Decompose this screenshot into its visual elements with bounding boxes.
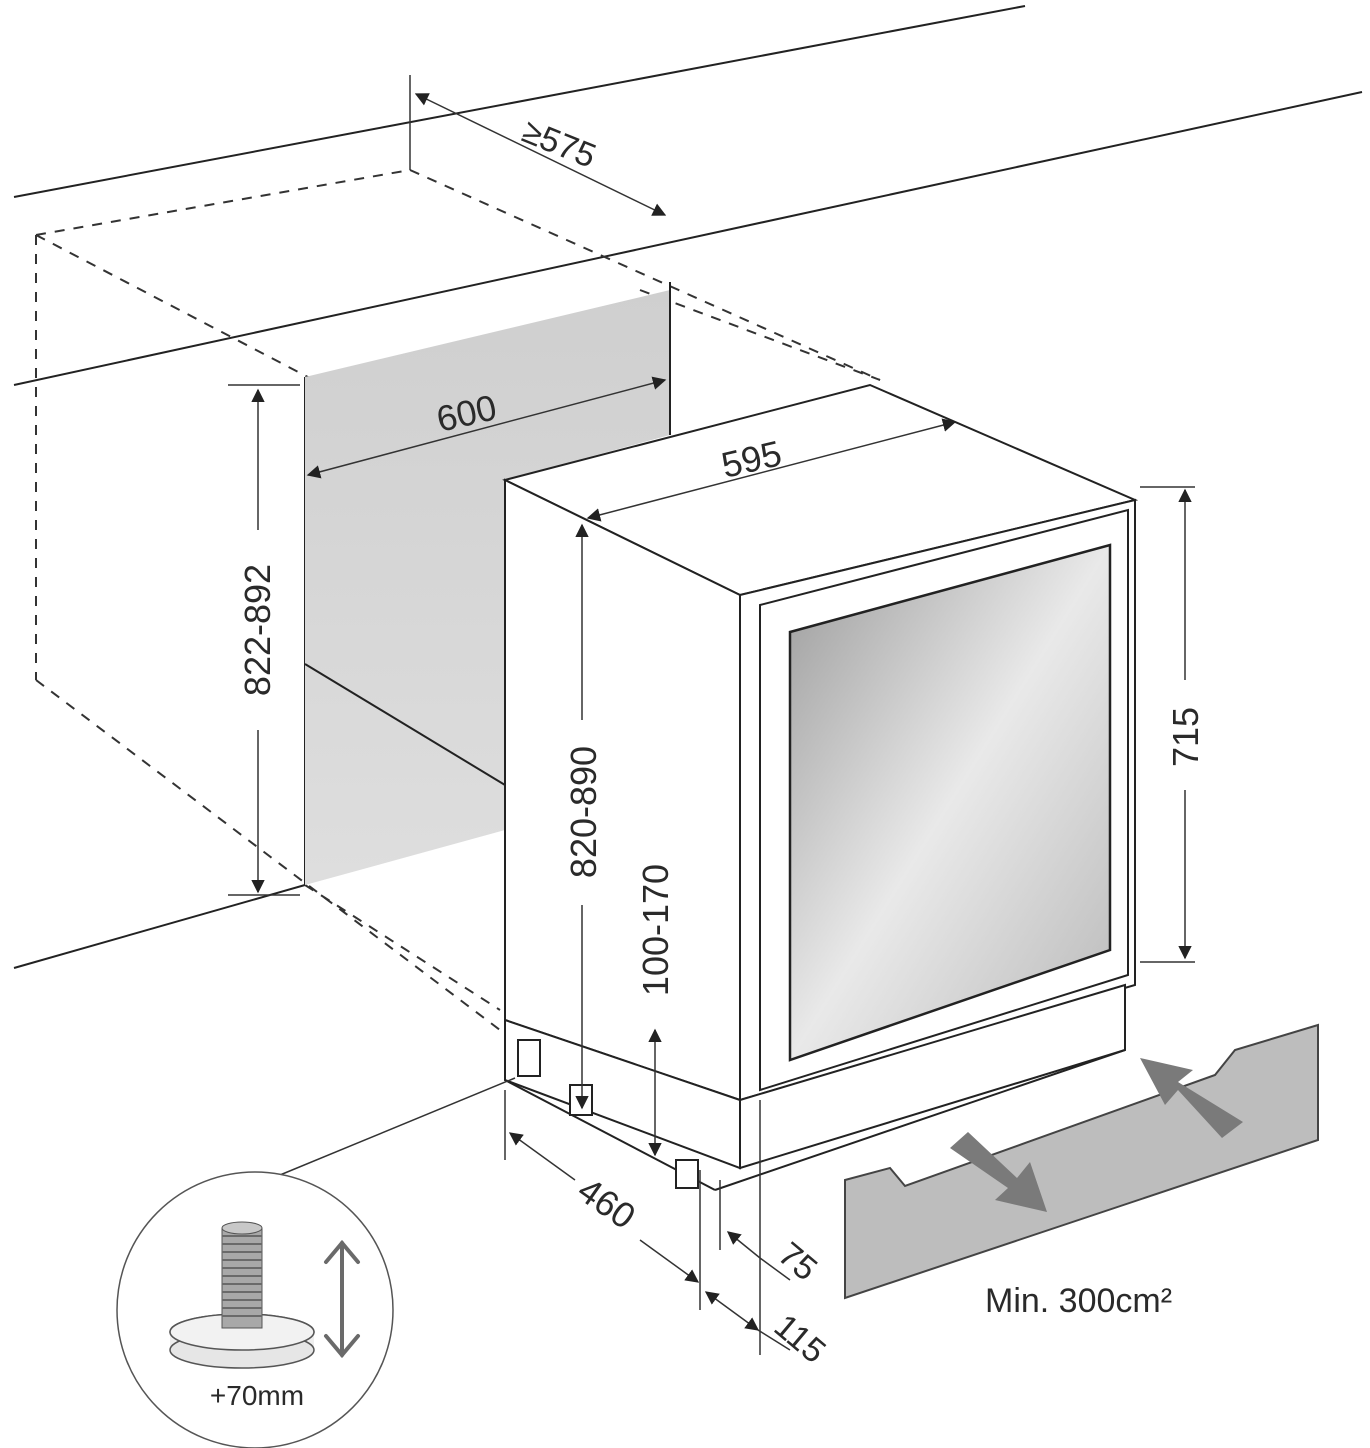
- label-appliance-height: 820-890: [563, 746, 604, 878]
- foot-adjustment-label: +70mm: [210, 1380, 304, 1411]
- ventilation-grille: [844, 1023, 1319, 1300]
- dimension-lines: [228, 75, 1195, 1355]
- foot: [517, 1039, 541, 1077]
- label-front-clearance: 115: [767, 1307, 833, 1371]
- up-down-arrow-icon: [324, 1239, 360, 1359]
- label-appliance-depth: 460: [570, 1169, 643, 1237]
- arrow-in-icon: [1140, 1058, 1243, 1138]
- label-plinth-height: 100-170: [635, 864, 676, 996]
- foot: [569, 1084, 593, 1116]
- arrow-out-icon: [950, 1132, 1047, 1212]
- appliance: [502, 383, 1139, 1191]
- glass-door: [788, 543, 1112, 1062]
- foot: [675, 1159, 699, 1189]
- label-cutout-depth: ≥575: [517, 112, 601, 175]
- label-door-height: 715: [1165, 707, 1206, 767]
- ventilation-note: Min. 300cm²: [985, 1282, 1172, 1320]
- foot-detail-callout: +70mm: [116, 1077, 516, 1448]
- label-door-offset: 75: [771, 1235, 824, 1288]
- label-cutout-height: 822-892: [237, 564, 278, 696]
